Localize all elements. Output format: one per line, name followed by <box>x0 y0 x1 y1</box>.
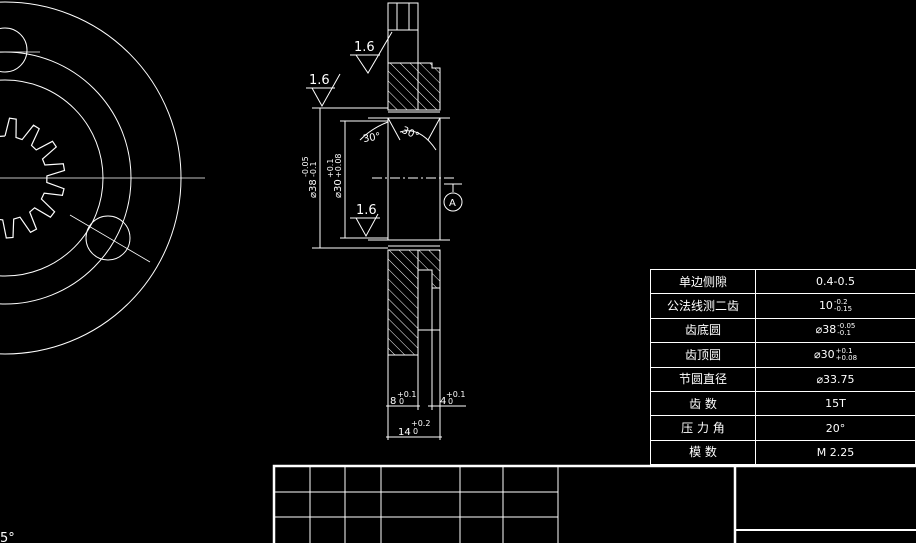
param-value-cell: ⌀33.75 <box>755 366 916 392</box>
roughness-left-symbol <box>311 73 341 108</box>
param-value: 10 <box>818 299 833 313</box>
param-name: 齿顶圆 <box>650 342 756 368</box>
datum-a-label: A <box>449 198 456 209</box>
param-value-cell: 0.4-0.5 <box>755 268 916 295</box>
roughness-top-label: 1.6 <box>354 40 375 55</box>
param-row: 节圆直径 ⌀33.75 <box>650 366 916 392</box>
title-block-frame <box>272 464 916 543</box>
datum-a-circle <box>443 192 463 212</box>
param-tolerance-lower: +0.08 <box>835 353 858 362</box>
param-value: 0.4-0.5 <box>816 275 855 289</box>
gear-hole-bottom <box>85 215 131 261</box>
param-tolerance-upper: -0.05 <box>837 322 856 331</box>
dim-d30-upper: +0.1 <box>326 159 335 178</box>
param-tolerance: +0.1+0.08 <box>835 346 858 362</box>
dim-d38-lower: -0.1 <box>309 161 318 177</box>
roughness-bore-symbol <box>355 213 379 238</box>
dim-d30-text: ⌀30 +0.1 +0.08 <box>326 153 344 198</box>
dim-8-base: 8 <box>390 396 396 407</box>
param-value-cell: 10-0.2-0.15 <box>755 293 916 319</box>
param-tolerance: -0.05-0.1 <box>837 323 855 337</box>
gear-hole-top <box>0 27 28 73</box>
dim-4-base: 4 <box>440 396 446 407</box>
param-value: M 2.25 <box>816 445 855 459</box>
param-tolerance: -0.2-0.15 <box>834 299 852 313</box>
param-tolerance-lower: -0.15 <box>833 305 853 314</box>
section-lower-flange <box>417 249 441 289</box>
param-name: 模 数 <box>650 439 756 466</box>
param-value-cell: 15T <box>755 390 916 417</box>
param-name: 单边侧隙 <box>650 268 756 295</box>
param-value: ⌀38 <box>815 323 837 337</box>
dim-8-lower: 0 <box>399 397 404 406</box>
gear-centerline-diag <box>69 214 151 263</box>
dim-d30-lower: +0.08 <box>334 153 343 178</box>
param-value-cell: ⌀30+0.1+0.08 <box>755 342 916 368</box>
param-row: 单边侧隙 0.4-0.5 <box>650 268 916 295</box>
gear-section-view <box>306 2 466 440</box>
dim-8-upper: +0.1 <box>397 390 416 399</box>
dim-d38-upper: -0.05 <box>301 156 310 177</box>
dim-14-base: 14 <box>398 427 411 438</box>
angle-left-label: 30° <box>362 131 381 145</box>
section-upper-hatch <box>387 62 419 111</box>
param-value-cell: ⌀38-0.05-0.1 <box>755 317 916 344</box>
param-name: 齿底圆 <box>650 317 756 344</box>
param-value-cell: M 2.25 <box>755 439 916 466</box>
roughness-top-symbol <box>355 31 393 74</box>
dim-14-lower: 0 <box>413 427 418 436</box>
param-row: 齿底圆⌀38-0.05-0.1 <box>650 317 916 344</box>
section-chamfer-r <box>427 117 441 141</box>
param-value: 20° <box>825 421 846 435</box>
dim-d38-text: ⌀38 -0.05 -0.1 <box>301 156 319 198</box>
angle-right-label: 30° <box>400 125 421 142</box>
param-row: 齿 数 15T <box>650 390 916 417</box>
corner-angle-text: 5° <box>0 531 15 543</box>
param-name: 齿 数 <box>650 390 756 417</box>
param-name: 压 力 角 <box>650 415 756 441</box>
param-tolerance-upper: +0.1 <box>835 346 853 355</box>
section-upper-flange <box>418 62 441 111</box>
param-name: 公法线测二齿 <box>650 293 756 319</box>
param-row: 齿顶圆⌀30+0.1+0.08 <box>650 342 916 368</box>
section-top-tooth <box>387 2 419 64</box>
roughness-bore-label: 1.6 <box>356 203 377 218</box>
param-value-cell: 20° <box>755 415 916 441</box>
title-block <box>272 464 916 543</box>
angle-arc-left <box>359 121 389 141</box>
param-row: 压 力 角 20° <box>650 415 916 441</box>
param-tolerance-upper: -0.2 <box>833 298 848 307</box>
gear-teeth <box>0 117 66 239</box>
section-lower-hatch <box>387 249 419 356</box>
section-chamfer-l <box>387 117 401 141</box>
roughness-left-label: 1.6 <box>309 73 330 88</box>
param-value: 15T <box>825 397 846 411</box>
dim-d30-base: ⌀30 <box>333 179 344 198</box>
dim-4-upper: +0.1 <box>446 390 465 399</box>
param-name: 节圆直径 <box>650 366 756 392</box>
gear-front-view <box>0 1 205 355</box>
param-tolerance-lower: -0.1 <box>837 329 851 338</box>
param-value: ⌀33.75 <box>816 372 855 386</box>
param-row: 模 数 M 2.25 <box>650 439 916 466</box>
dim-14-upper: +0.2 <box>411 419 430 428</box>
dim-4-lower: 0 <box>448 397 453 406</box>
angle-arc-right <box>399 130 437 151</box>
dim-d38-base: ⌀38 <box>308 179 319 198</box>
param-value: ⌀30 <box>813 347 835 361</box>
